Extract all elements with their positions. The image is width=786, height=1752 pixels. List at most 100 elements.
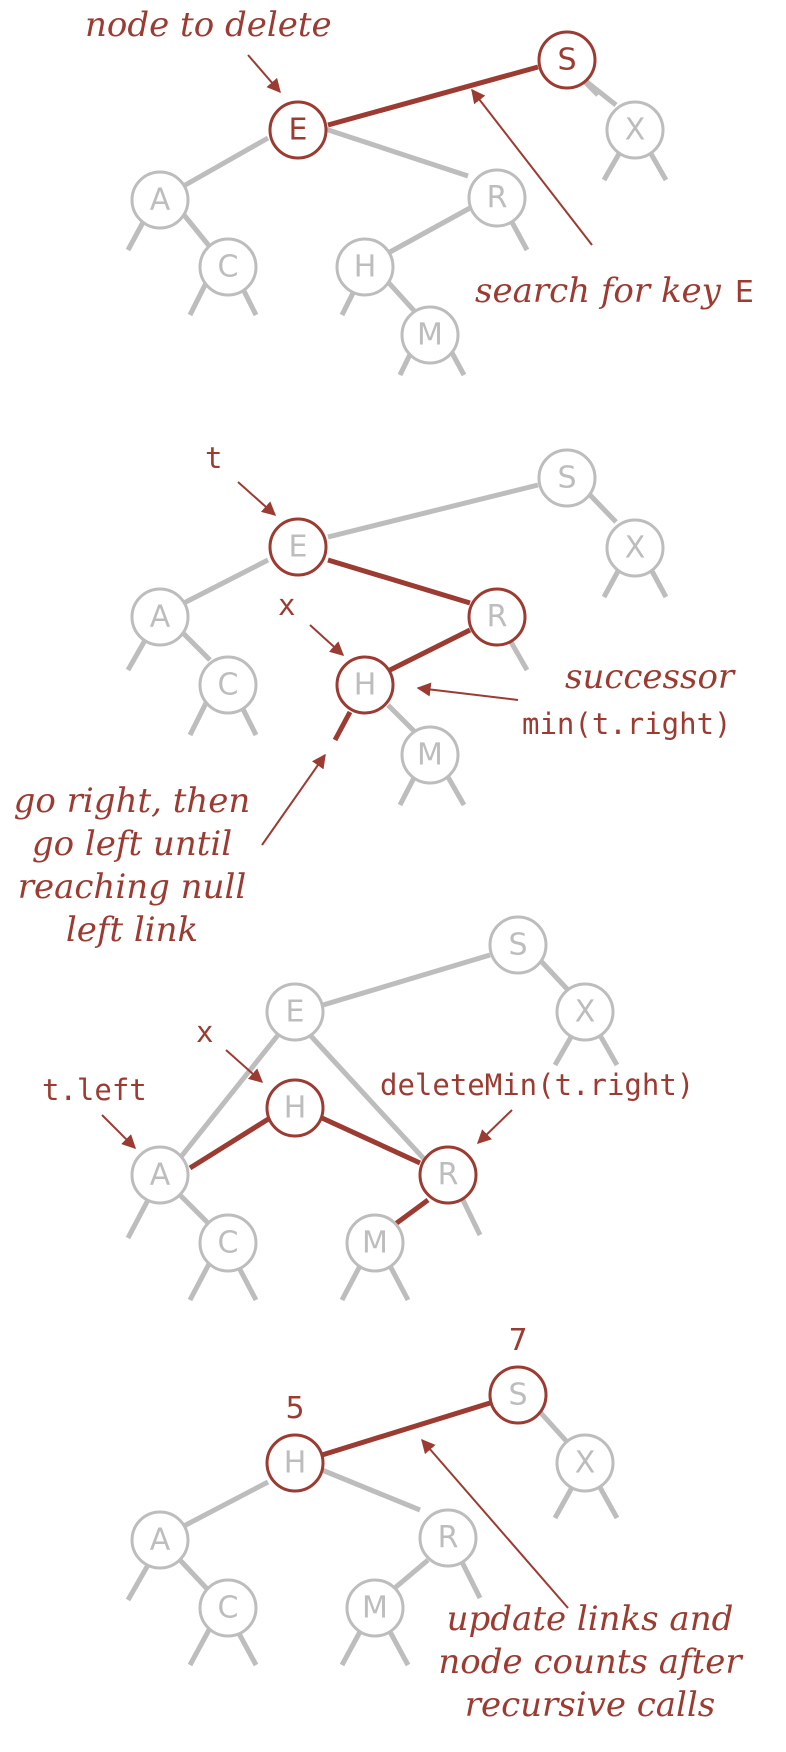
node-key: H — [354, 668, 377, 703]
arrow-icon — [309, 624, 345, 656]
panel-4-links — [125, 1400, 620, 1667]
node-key: M — [417, 738, 443, 773]
arrow-icon — [421, 1438, 569, 1609]
tree-node: C — [198, 1213, 258, 1273]
node-key: M — [417, 318, 443, 353]
annotation-t-left: t.left — [42, 1073, 147, 1107]
tree-node: H — [335, 655, 395, 715]
panel-1-links — [125, 64, 669, 377]
node-key: X — [625, 531, 646, 566]
annotation-x: x — [196, 1015, 213, 1049]
node-key: S — [508, 1378, 527, 1413]
annotation-x: x — [278, 588, 295, 622]
tree-node: R — [418, 1145, 478, 1205]
node-key: E — [289, 530, 308, 565]
node-key: S — [557, 43, 576, 78]
tree-node: E — [268, 517, 328, 577]
arrow-icon — [237, 481, 277, 516]
annotation-go-right-line-3: reaching null — [18, 867, 246, 907]
panel-4-nodes: S H X A R C M — [130, 1365, 615, 1638]
node-key: R — [487, 600, 508, 635]
arrow-icon — [471, 88, 593, 246]
node-key: R — [487, 181, 508, 216]
node-key: X — [575, 1446, 596, 1481]
arrow-icon — [247, 54, 281, 94]
node-key: C — [218, 1591, 239, 1626]
panel-3-links — [125, 952, 620, 1302]
panel-3-delete-min: S E X H A R C — [42, 915, 694, 1302]
tree-node: S — [488, 915, 548, 975]
annotation-t: t — [205, 441, 222, 475]
node-key: A — [150, 600, 171, 635]
arrow-icon — [476, 1109, 513, 1144]
tree-node: R — [418, 1508, 478, 1568]
annotation-go-right-line-1: go right, then — [14, 781, 251, 821]
node-count-h: 5 — [285, 1391, 304, 1426]
node-key: H — [284, 1446, 307, 1481]
node-key: X — [625, 113, 646, 148]
panel-2-nodes: S E X A R C H — [130, 448, 665, 785]
tree-node: A — [130, 587, 190, 647]
panel-3-nodes: S E X H A R C — [130, 915, 615, 1273]
arrow-icon — [261, 753, 326, 846]
node-key: R — [438, 1521, 459, 1556]
node-key: E — [289, 113, 308, 148]
node-key: X — [575, 995, 596, 1030]
annotation-go-right-line-2: go left until — [32, 824, 232, 864]
tree-node: E — [265, 982, 325, 1042]
node-key: H — [284, 1091, 307, 1126]
tree-node: S — [537, 30, 597, 90]
node-key: H — [354, 250, 377, 285]
node-key: M — [362, 1591, 388, 1626]
panel-1-nodes: S E X A R C H — [130, 30, 665, 365]
tree-node: E — [268, 100, 328, 160]
annotation-update-line-1: update links and — [447, 1599, 734, 1639]
node-key: C — [218, 250, 239, 285]
node-key: C — [218, 668, 239, 703]
annotation-delete-min-call: deleteMin(t.right) — [380, 1068, 694, 1102]
tree-node: H — [335, 237, 395, 297]
node-key: A — [150, 1523, 171, 1558]
panel-2-successor: S E X A R C H — [14, 441, 736, 950]
annotation-min-call: min(t.right) — [522, 707, 732, 741]
tree-node: A — [130, 170, 190, 230]
tree-node: R — [467, 168, 527, 228]
node-key: A — [150, 183, 171, 218]
tree-node: M — [345, 1213, 405, 1273]
tree-node: S — [488, 1365, 548, 1425]
node-key: R — [438, 1158, 459, 1193]
node-key: A — [150, 1158, 171, 1193]
annotation-go-right-line-4: left link — [66, 910, 198, 950]
annotation-update-line-3: recursive calls — [465, 1685, 716, 1725]
panel-2-links — [125, 482, 669, 807]
tree-node: C — [198, 237, 258, 297]
annotation-node-to-delete: node to delete — [85, 5, 332, 45]
tree-node: M — [400, 305, 460, 365]
arrow-icon — [101, 1114, 136, 1149]
tree-node: X — [605, 518, 665, 578]
panel-4-update: S H X A R C M — [125, 1323, 743, 1725]
tree-node: H — [265, 1078, 325, 1138]
panel-1-search: S E X A R C H — [85, 5, 754, 377]
annotation-update-line-2: node counts after — [438, 1642, 743, 1682]
annotation-search-for-key: search for key E — [475, 271, 754, 311]
panel-1-annotations: node to delete search for key E — [85, 5, 754, 311]
panel-3-annotations: x t.left deleteMin(t.right) — [42, 1015, 694, 1149]
arrow-icon — [225, 1049, 264, 1083]
tree-node: S — [537, 448, 597, 508]
tree-node: H — [265, 1433, 325, 1493]
node-key: S — [508, 928, 527, 963]
node-count-s: 7 — [508, 1323, 527, 1358]
node-key: M — [362, 1226, 388, 1261]
tree-node: R — [467, 587, 527, 647]
tree-node: C — [198, 1578, 258, 1638]
annotation-successor: successor — [565, 657, 736, 697]
tree-node: X — [555, 1433, 615, 1493]
node-key: S — [557, 461, 576, 496]
tree-node: C — [198, 655, 258, 715]
tree-node: M — [400, 725, 460, 785]
tree-node: A — [130, 1145, 190, 1205]
node-key: C — [218, 1226, 239, 1261]
node-key: E — [286, 995, 305, 1030]
